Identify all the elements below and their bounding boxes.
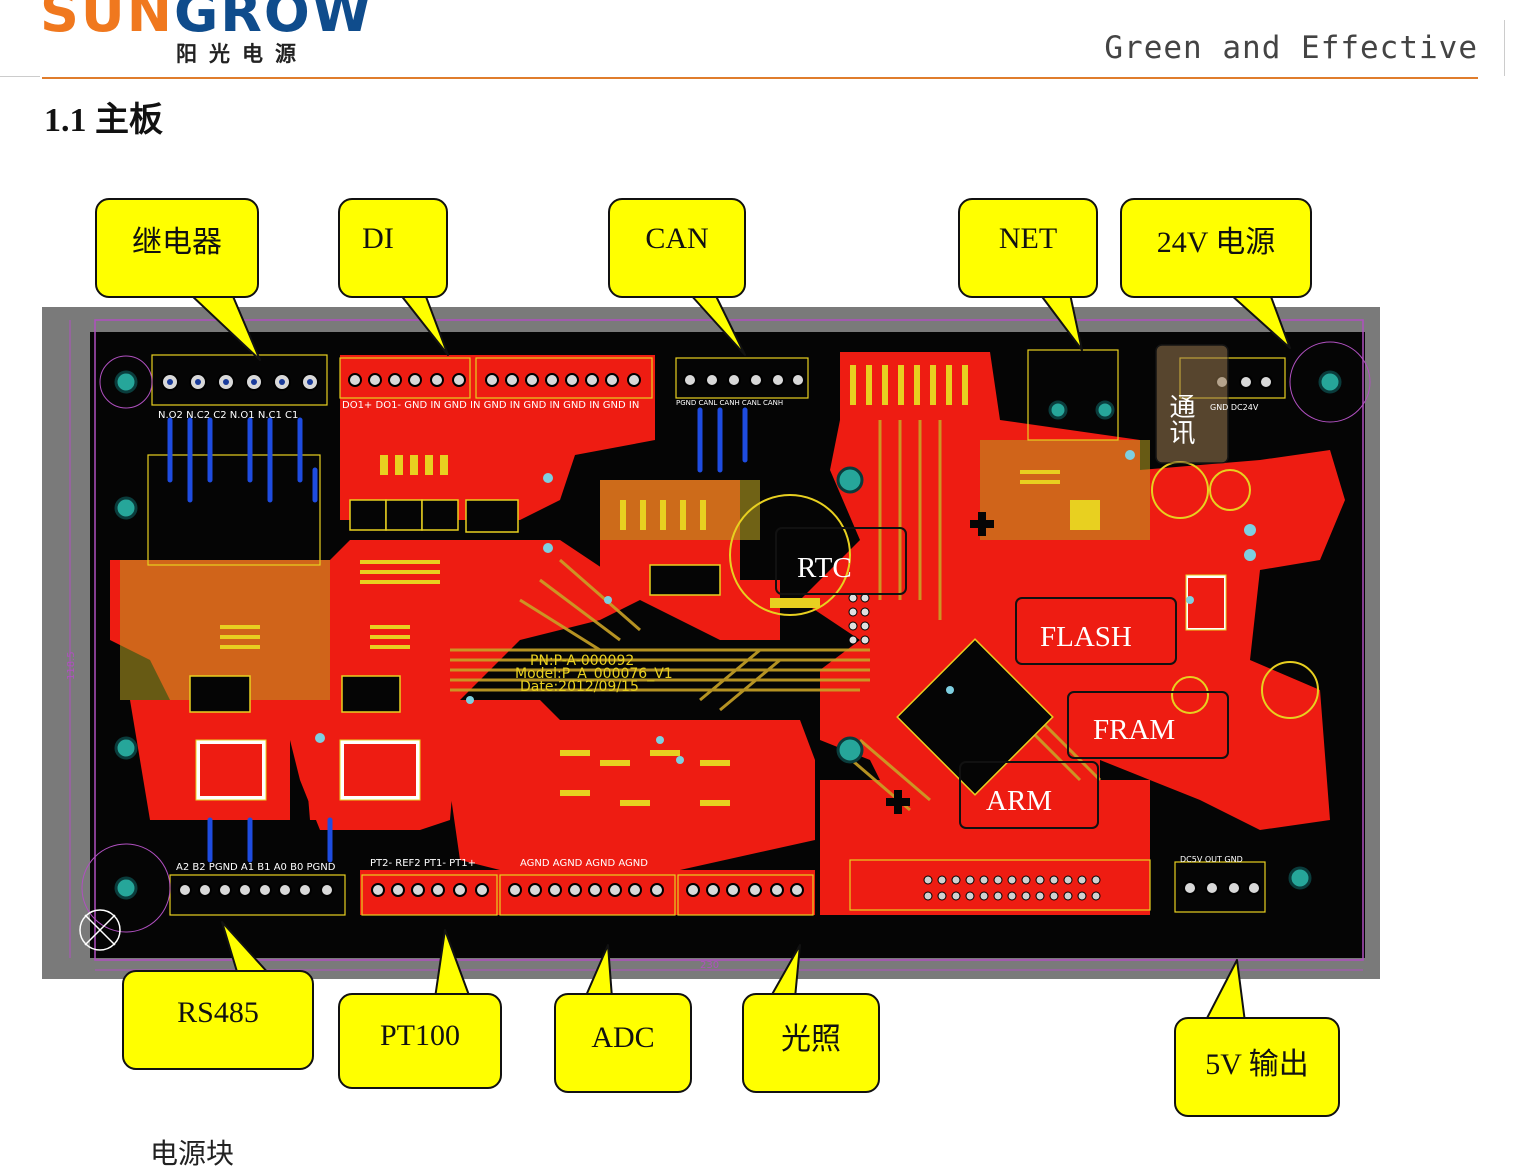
comm-label: 通讯 <box>1165 393 1195 445</box>
callout-5v-output-text: 5V 输出 <box>1205 1048 1309 1081</box>
comm-box <box>1155 344 1229 464</box>
logo-wordmark: SUNGROW <box>40 0 374 44</box>
callout-24v-power: 24V 电源 <box>1120 198 1312 298</box>
di-pins-text: DO1+ DO1- GND IN GND IN GND IN GND IN GN… <box>342 400 639 411</box>
arm-label: ARM <box>986 785 1052 817</box>
fram-label: FRAM <box>1093 714 1175 746</box>
power24-pins-text: GND DC24V <box>1210 403 1259 412</box>
callout-light-text: 光照 <box>781 1023 841 1056</box>
rtc-battery-outline <box>729 494 851 616</box>
callout-pt100-text: PT100 <box>379 1019 460 1052</box>
logo-chinese: 阳光电源 <box>176 42 308 66</box>
callout-net: NET <box>958 198 1098 298</box>
page-corner-mark-left <box>0 76 40 77</box>
rs485-pins-text: A2 B2 PGND A1 B1 A0 B0 PGND <box>176 862 336 873</box>
trace-fill-left <box>120 560 330 700</box>
sungrow-logo: SUNGROW 阳光电源 <box>40 0 371 70</box>
pt100-pins-text: PT2- REF2 PT1- PT1+ <box>370 858 476 869</box>
callout-adc-text: ADC <box>591 1021 655 1054</box>
header-divider <box>42 77 1478 79</box>
flash-label: FLASH <box>1040 621 1132 653</box>
adc-pins-text: AGND AGND AGND AGND <box>520 858 648 869</box>
callout-net-text: NET <box>998 222 1058 255</box>
callout-di: DI <box>338 198 448 298</box>
board-version-info: PN:P-A-000092 Model:P_A_000076_V1 Date:2… <box>515 653 673 695</box>
callout-rs485: RS485 <box>122 970 314 1070</box>
callout-24v-power-text: 24V 电源 <box>1156 226 1276 259</box>
vias <box>315 450 1256 764</box>
function-boxes <box>775 527 1229 829</box>
ic-packages <box>189 499 1054 796</box>
trace-fill-net <box>980 440 1150 540</box>
next-section-partial: 电源块 <box>150 1139 235 1170</box>
copper-adc <box>440 700 815 870</box>
rtc-battery-tab <box>770 598 820 608</box>
out5v-pins-text: DC5V OUT GND <box>1180 855 1243 864</box>
page-corner-mark <box>1504 20 1505 76</box>
callout-5v-output: 5V 输出 <box>1174 1017 1340 1117</box>
fiducial-crosses <box>886 512 994 814</box>
smd-pads <box>220 365 1100 806</box>
date-text: Date:2012/09/15 <box>520 679 639 695</box>
dimension-v-text: 118.5 <box>66 651 77 680</box>
can-pins-text: PGND CANL CANH CANL CANH <box>676 399 783 407</box>
callout-can-text: CAN <box>645 222 709 255</box>
connector-pins <box>161 373 1273 897</box>
ic-copper-overlay <box>200 578 1224 796</box>
pcb-board-figure: RTC FLASH FRAM ARM 通讯 PN:P-A-000092 Mode… <box>42 290 1380 1024</box>
callout-light: 光照 <box>742 993 880 1093</box>
pn-text: PN:P-A-000092 <box>530 653 634 669</box>
callout-adc: ADC <box>554 993 692 1093</box>
mounting-holes <box>81 341 1371 933</box>
dimension-h-text: 230 <box>700 960 719 971</box>
relay-pins-text: N.O2 N.C2 C2 N.O1 N.C1 C1 <box>158 410 298 421</box>
board-outline <box>94 319 1364 961</box>
callout-can: CAN <box>608 198 746 298</box>
expansion-header <box>923 875 1101 901</box>
silkscreen-lines <box>147 349 1286 916</box>
callout-di-text: DI <box>362 222 394 255</box>
callout-pt100: PT100 <box>338 993 502 1089</box>
copper-terminals-bottom <box>360 870 815 915</box>
board-function-labels: RTC FLASH FRAM ARM <box>797 552 1175 817</box>
corner-fiducial <box>79 909 121 951</box>
rtc-label: RTC <box>797 552 852 584</box>
trace-bundle <box>450 420 1102 812</box>
blue-traces <box>167 407 748 863</box>
callout-relay-text: 继电器 <box>132 226 222 259</box>
copper-di <box>340 355 655 520</box>
callout-relay: 继电器 <box>95 198 259 298</box>
callout-rs485-text: RS485 <box>177 996 259 1029</box>
callout-pointers <box>189 293 1291 1023</box>
terminal-silkscreen: N.O2 N.C2 C2 N.O1 N.C1 C1 DO1+ DO1- GND … <box>158 399 1259 873</box>
model-text: Model:P_A_000076_V1 <box>515 666 673 682</box>
section-title: 1.1 主板 <box>44 102 163 139</box>
slogan: Green and Effective <box>1104 30 1478 66</box>
